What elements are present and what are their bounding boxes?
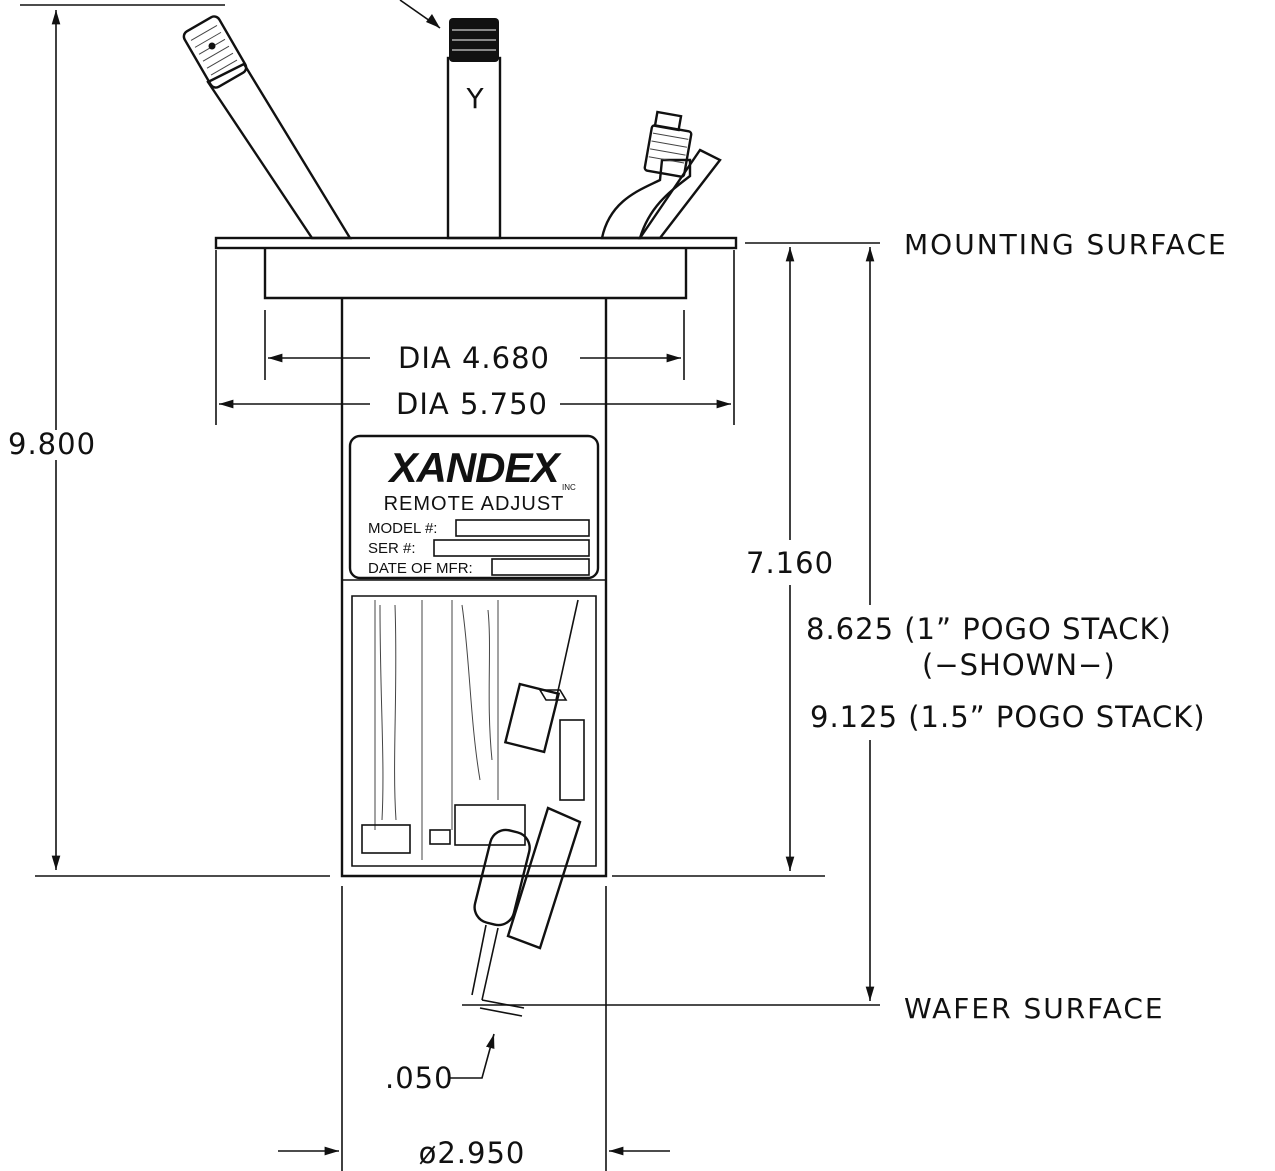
axis-label-y: Y [465,82,485,115]
nameplate: XANDEX INC REMOTE ADJUST MODEL #: SER #:… [348,434,600,580]
probe-assembly [471,599,585,1001]
main-body [340,298,608,878]
stage-block [454,804,526,846]
top-adjusters [182,0,722,240]
dim-height-7160: 7.160 [746,546,834,580]
lower-cavity [351,595,597,867]
device-body [214,236,738,1001]
dim-pogo-1in: 8.625 (1” POGO STACK) [806,612,1172,646]
plate-title: REMOTE ADJUST [384,493,565,515]
dimension-lines [20,4,880,1171]
dim-dia-4680: DIA 4.680 [398,341,550,375]
y-axis-post [446,18,502,240]
dim-overall-height: 9.800 [8,427,96,461]
dim-shown-note: (−SHOWN−) [922,648,1116,682]
upper-cup [263,248,688,300]
serial-field [433,539,590,557]
wafer-surface-label: WAFER SURFACE [904,992,1165,1025]
dim-pogo-15in: 9.125 (1.5” POGO STACK) [810,700,1206,734]
left-adjuster-knob [182,15,353,240]
clamp-block [361,824,411,854]
model-field [455,519,590,537]
plate-serial-label: SER #: [368,540,416,557]
plate-date-label: DATE OF MFR: [368,560,473,577]
dim-tip-offset: .050 [385,1061,454,1095]
right-adjuster-knob [600,110,722,240]
dim-base-diameter: ø2.950 [419,1136,526,1170]
brand-suffix: INC [562,483,576,492]
plate-model-label: MODEL #: [368,520,437,537]
dim-dia-5750: DIA 5.750 [396,387,548,421]
date-field [491,558,590,576]
mounting-flange [214,236,738,250]
brand-logo: XANDEX [387,444,562,491]
mounting-surface-label: MOUNTING SURFACE [904,228,1228,261]
